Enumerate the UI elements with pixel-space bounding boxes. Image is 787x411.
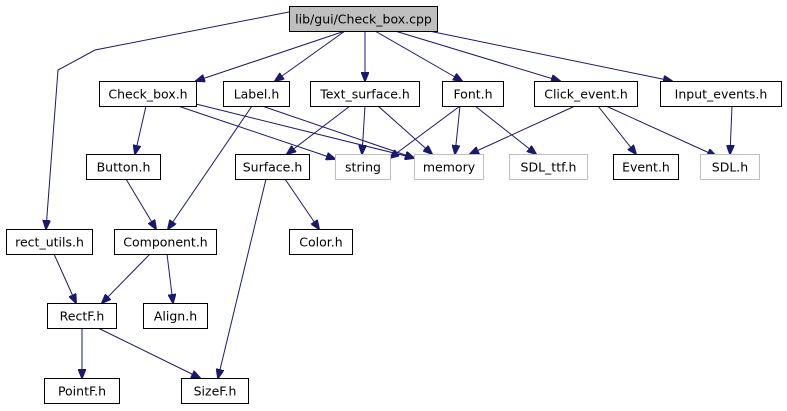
edge-rect-utils-h-to-rectf-h xyxy=(53,253,76,303)
node-label: Label.h xyxy=(234,87,280,102)
edge-surface-h-to-sizef-h xyxy=(218,178,267,378)
node-label: Input_events.h xyxy=(675,87,768,102)
node-box xyxy=(114,229,217,255)
edge-font-h-to-memory xyxy=(455,105,461,154)
node-label-h[interactable]: Label.h xyxy=(223,81,290,107)
node-box xyxy=(143,303,208,329)
node-font-h[interactable]: Font.h xyxy=(442,81,504,107)
node-check-box-h[interactable]: Check_box.h xyxy=(99,81,197,107)
node-sizef-h[interactable]: SizeF.h xyxy=(181,378,249,404)
node-label: Button.h xyxy=(97,160,151,175)
node-label: rect_utils.h xyxy=(15,235,84,250)
edge-label-h-to-memory xyxy=(261,105,414,158)
node-box xyxy=(534,81,638,107)
node-label: Align.h xyxy=(154,309,197,324)
edges-layer xyxy=(46,11,732,378)
node-label: SDL_ttf.h xyxy=(521,160,577,175)
node-text-surface-h[interactable]: Text_surface.h xyxy=(310,81,420,107)
node-box xyxy=(99,81,197,107)
node-label: memory xyxy=(423,160,476,175)
edge-text-surface-h-to-memory xyxy=(377,105,432,154)
node-check-box-cpp[interactable]: lib/gui/Check_box.cpp xyxy=(289,6,438,32)
node-label: Color.h xyxy=(299,235,342,250)
node-component-h[interactable]: Component.h xyxy=(114,229,217,255)
node-rect-utils-h[interactable]: rect_utils.h xyxy=(6,229,93,255)
node-box xyxy=(235,154,310,180)
edge-check-box-cpp-to-check-box-h xyxy=(196,30,346,81)
node-surface-h[interactable]: Surface.h xyxy=(235,154,310,180)
node-box xyxy=(700,154,760,180)
edge-text-surface-h-to-string xyxy=(362,105,365,154)
node-box xyxy=(44,378,120,404)
edge-check-box-cpp-to-input-events-h xyxy=(428,30,672,81)
node-memory[interactable]: memory xyxy=(414,154,484,180)
node-color-h[interactable]: Color.h xyxy=(289,229,353,255)
edge-click-event-h-to-sdl-h xyxy=(605,105,716,156)
node-box xyxy=(6,229,93,255)
node-box xyxy=(613,154,679,180)
edge-check-box-cpp-to-font-h xyxy=(374,30,462,81)
node-box xyxy=(86,154,161,180)
node-string[interactable]: string xyxy=(335,154,391,180)
node-align-h[interactable]: Align.h xyxy=(143,303,208,329)
node-button-h[interactable]: Button.h xyxy=(86,154,161,180)
node-label: string xyxy=(345,160,381,175)
edge-click-event-h-to-memory xyxy=(470,105,576,154)
edge-label-h-to-component-h xyxy=(168,105,253,229)
edge-check-box-h-to-memory xyxy=(195,103,414,158)
node-pointf-h[interactable]: PointF.h xyxy=(44,378,120,404)
edge-component-h-to-align-h xyxy=(166,253,173,303)
node-input-events-h[interactable]: Input_events.h xyxy=(660,81,782,107)
node-label: Surface.h xyxy=(243,160,303,175)
node-label: Font.h xyxy=(453,87,492,102)
node-label: Check_box.h xyxy=(108,87,187,102)
node-box xyxy=(289,6,438,32)
node-label: Text_surface.h xyxy=(319,87,410,102)
edge-font-h-to-string xyxy=(390,105,461,158)
node-box xyxy=(289,229,353,255)
node-box xyxy=(509,154,588,180)
node-sdl-h[interactable]: SDL.h xyxy=(700,154,760,180)
node-label: SizeF.h xyxy=(194,384,237,399)
node-box xyxy=(660,81,782,107)
node-click-event-h[interactable]: Click_event.h xyxy=(534,81,638,107)
node-box xyxy=(442,81,504,107)
node-label: Event.h xyxy=(622,160,670,175)
node-box xyxy=(47,303,117,329)
edge-check-box-h-to-button-h xyxy=(135,105,147,154)
node-box xyxy=(181,378,249,404)
edge-check-box-cpp-to-rect-utils-h xyxy=(46,11,290,229)
edge-check-box-cpp-to-click-event-h xyxy=(394,30,560,81)
edge-component-h-to-rectf-h xyxy=(102,253,151,303)
edge-check-box-h-to-string xyxy=(177,105,335,159)
edge-button-h-to-component-h xyxy=(125,178,156,229)
node-event-h[interactable]: Event.h xyxy=(613,154,679,180)
node-label: Click_event.h xyxy=(544,87,628,102)
edge-input-events-h-to-sdl-h xyxy=(730,105,732,154)
node-label: SDL.h xyxy=(712,160,748,175)
edge-rectf-h-to-sizef-h xyxy=(97,327,200,378)
node-box xyxy=(414,154,484,180)
node-label: Component.h xyxy=(123,235,207,250)
node-label: lib/gui/Check_box.cpp xyxy=(295,12,432,27)
edge-click-event-h-to-event-h xyxy=(597,105,636,154)
edge-surface-h-to-color-h xyxy=(284,178,319,229)
node-label: PointF.h xyxy=(58,384,106,399)
node-rectf-h[interactable]: RectF.h xyxy=(47,303,117,329)
node-label: RectF.h xyxy=(60,309,105,324)
edge-font-h-to-sdl-ttf-h xyxy=(474,105,536,154)
edge-text-surface-h-to-surface-h xyxy=(287,105,351,154)
node-sdl-ttf-h[interactable]: SDL_ttf.h xyxy=(509,154,588,180)
edge-check-box-cpp-to-label-h xyxy=(275,30,346,81)
node-box xyxy=(310,81,420,107)
node-box xyxy=(335,154,391,180)
node-box xyxy=(223,81,290,107)
